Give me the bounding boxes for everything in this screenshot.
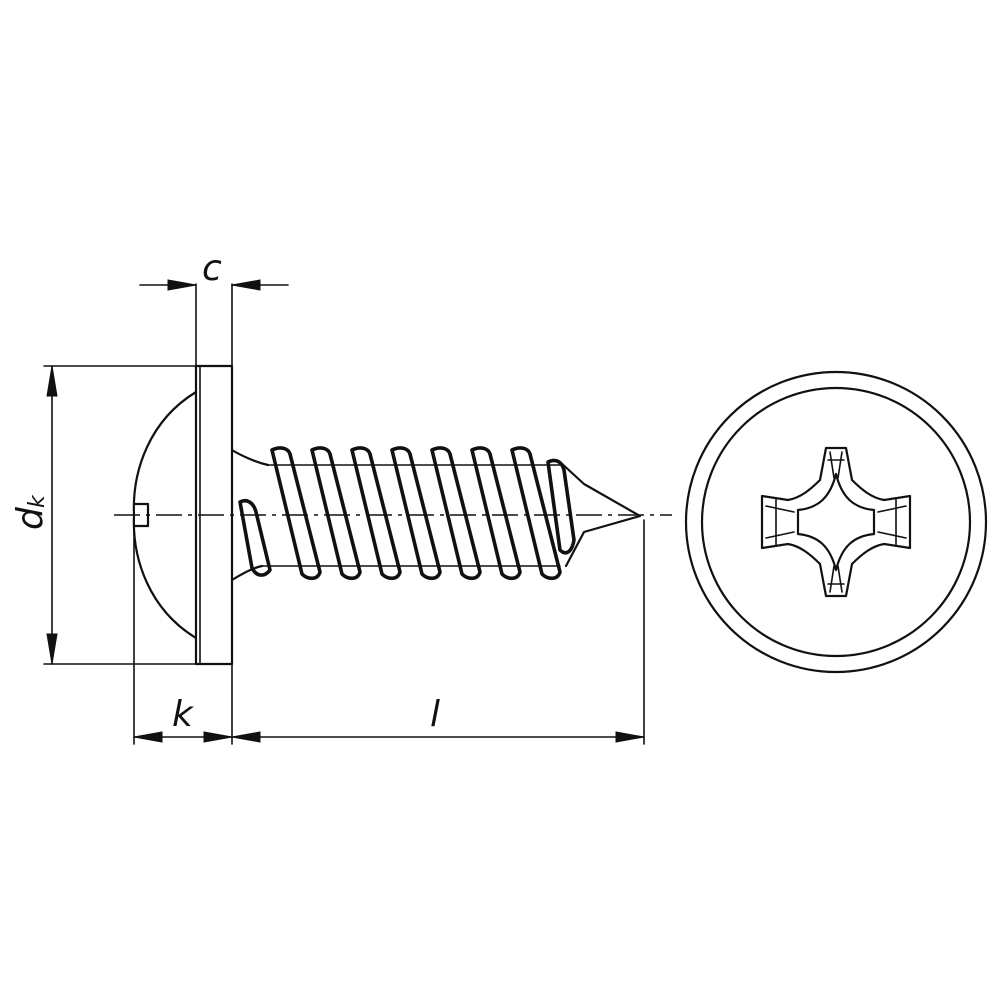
dimension-l: l [231, 519, 645, 745]
dimension-dk: d k [10, 365, 197, 665]
thread-crest [510, 446, 562, 581]
head-inner-circle [700, 386, 972, 658]
label-d-subscript: k [25, 494, 50, 508]
arrow-k-right [203, 731, 233, 743]
dimension-c: c [139, 248, 289, 367]
thread-start [238, 498, 272, 577]
neck-upper [230, 448, 270, 467]
label-k: k [172, 694, 195, 735]
arrow-l-left [231, 731, 261, 743]
thread-crest [390, 446, 442, 581]
arrow-k-left [133, 731, 163, 743]
neck-lower [230, 564, 264, 582]
recess-wing-ends [775, 459, 897, 585]
recess-wing-top [829, 451, 843, 479]
label-c: c [202, 248, 222, 289]
screw-point [558, 460, 642, 568]
arrow-c-right [231, 279, 261, 291]
thread-crest [270, 446, 322, 581]
thread-crest [470, 446, 522, 581]
thread-flanks [238, 446, 576, 581]
label-d: d [10, 506, 51, 530]
cross-recess-center [796, 472, 876, 572]
thread-crest [350, 446, 402, 581]
arrow-l-right [615, 731, 645, 743]
screw-head-end-view [684, 370, 988, 674]
recess-wing-left [765, 505, 795, 539]
arrow-c-left [167, 279, 197, 291]
head-outer-circle [684, 370, 988, 674]
recess-wing-right [877, 505, 907, 539]
thread-end [546, 458, 576, 555]
thread-crest [430, 446, 482, 581]
label-l: l [430, 694, 440, 735]
cross-recess-outer [760, 446, 912, 598]
thread-crest [310, 446, 362, 581]
dimension-k: k [133, 524, 233, 745]
recess-wing-bottom [829, 565, 843, 593]
arrow-dk-bottom [46, 633, 58, 665]
arrow-dk-top [46, 365, 58, 397]
